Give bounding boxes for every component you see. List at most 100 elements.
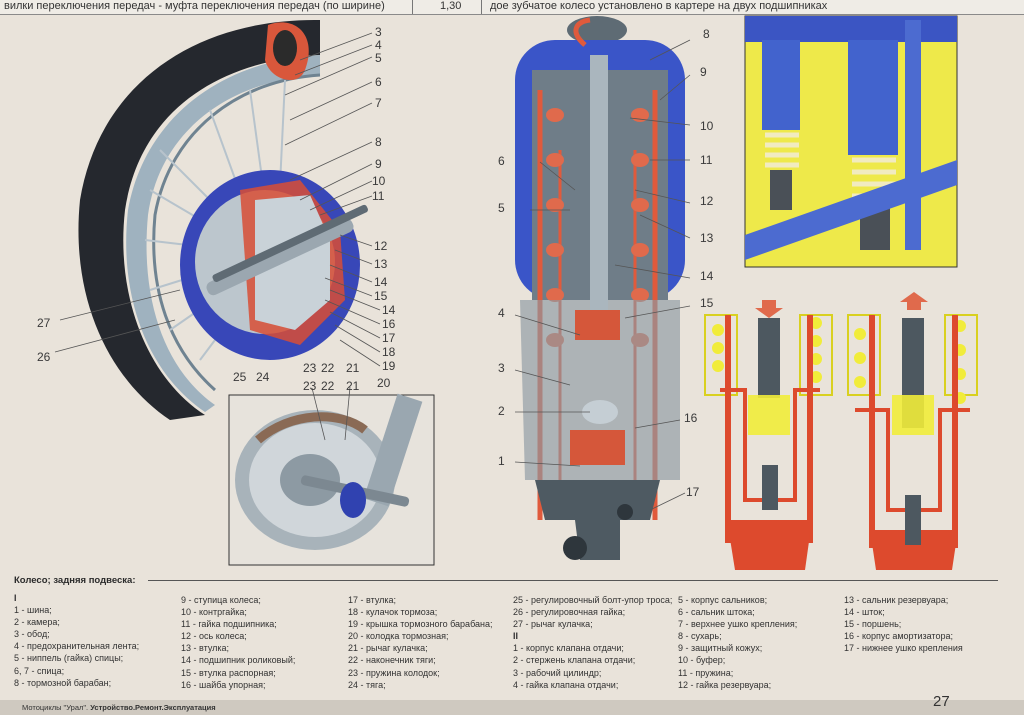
legend-item: 1 - корпус клапана отдачи; (513, 643, 624, 654)
suspension-photo-inset (744, 15, 958, 268)
legend-item: 11 - пружина; (678, 667, 734, 678)
callout: 8 (703, 27, 710, 41)
callout: 6 (498, 154, 505, 168)
footer-brand: Мотоциклы "Урал". (22, 703, 89, 712)
callout: 26 (37, 350, 51, 364)
legend-item: 14 - шток; (844, 607, 885, 618)
callout: 14 (700, 269, 714, 283)
callout: 11 (372, 189, 385, 203)
callout: 9 (375, 157, 382, 171)
callout: 27 (37, 316, 51, 330)
legend-item: 12 - ось колеса; (181, 631, 247, 642)
legend-item: 19 - крышка тормозного барабана; (348, 619, 493, 630)
legend-item: 17 - втулка; (348, 595, 397, 605)
legend-column: 5 - корпус сальников; 6 - сальник штока;… (678, 594, 797, 691)
callout: 14 (382, 303, 396, 317)
legend-item: 16 - корпус амортизатора; (844, 631, 953, 642)
legend-item: 20 - колодка тормозная; (348, 631, 449, 642)
header-mid-value: 1,30 (440, 0, 462, 12)
callout: 16 (684, 411, 698, 425)
legend-item: 13 - сальник резервуара; (844, 595, 949, 605)
legend-item: 22 - наконечник тяги; (348, 655, 436, 666)
callout: 5 (498, 201, 505, 215)
callout: 4 (375, 38, 382, 52)
legend-divider (148, 580, 998, 581)
legend-item: 10 - буфер; (678, 655, 726, 666)
callout: 19 (382, 359, 396, 373)
legend-item: 3 - обод; (14, 629, 50, 640)
callout: 13 (700, 231, 714, 245)
callout: 10 (700, 119, 714, 133)
callout: 17 (382, 331, 396, 345)
legend-item: 8 - сухарь; (678, 631, 722, 642)
footer-title: Устройство.Ремонт.Эксплуатация (90, 703, 216, 712)
legend-item: 7 - верхнее ушко крепления; (678, 619, 798, 630)
callout: 23 (303, 361, 317, 375)
legend-item: 9 - ступица колеса; (181, 595, 261, 605)
legend-column: I 1 - шина; 2 - камера; 3 - обод; 4 - пр… (14, 592, 139, 689)
callout: 22 (321, 361, 335, 375)
rebound-diagram (847, 292, 978, 570)
legend-item: 27 - рычаг кулачка; (513, 619, 593, 630)
legend-item: 1 - шина; (14, 605, 52, 616)
legend-item: 11 - гайка подшипника; (181, 619, 277, 630)
legend-item: I (14, 593, 17, 603)
legend-item: 4 - гайка клапана отдачи; (513, 679, 619, 690)
callout: 9 (700, 65, 707, 79)
legend-item: 21 - рычаг кулачка; (348, 643, 428, 654)
legend-column: 9 - ступица колеса; 10 - контргайка; 11 … (181, 594, 295, 691)
callout: 8 (375, 135, 382, 149)
callout: 15 (700, 296, 714, 310)
callout: 3 (498, 361, 505, 375)
callout: 10 (372, 174, 386, 188)
callout: 17 (686, 485, 700, 499)
legend-item: 17 - нижнее ушко крепления (844, 643, 963, 654)
callout: 5 (375, 51, 382, 65)
legend-item: 10 - контргайка; (181, 607, 247, 618)
header-divider (412, 0, 413, 14)
legend-item: 5 - корпус сальников; (678, 595, 768, 605)
callout: 11 (700, 153, 713, 167)
footer-book-title: Мотоциклы "Урал". Устройство.Ремонт.Эксп… (22, 703, 216, 712)
legend-column: 25 - регулировочный болт-упор троса; 26 … (513, 594, 672, 691)
legend-item: 12 - гайка резервуара; (678, 679, 772, 690)
legend-item: 5 - ниппель (гайка) спицы; (14, 653, 124, 664)
callout: 4 (498, 306, 505, 320)
legend-item: 13 - втулка; (181, 643, 230, 654)
legend-item: 4 - предохранительная лента; (14, 641, 140, 652)
valve-operation-diagrams (704, 292, 978, 570)
legend-item: 14 - подшипник роликовый; (181, 655, 296, 666)
legend-item: 18 - кулачок тормоза; (348, 607, 438, 618)
callout: 13 (374, 257, 388, 271)
page-footer-band (0, 700, 1024, 715)
callout: 3 (375, 25, 382, 39)
legend-column: 17 - втулка; 18 - кулачок тормоза; 19 - … (348, 594, 493, 691)
compression-diagram (704, 300, 833, 570)
callout: 12 (374, 239, 388, 253)
legend-item: 6, 7 - спица; (14, 665, 65, 676)
callout: 15 (374, 289, 388, 303)
callout: 2 (498, 404, 505, 418)
wheel-illustration (78, 19, 368, 421)
callout: 18 (382, 345, 396, 359)
legend-item: 23 - пружина колодок; (348, 667, 440, 678)
legend-item: 26 - регулировочная гайка; (513, 607, 626, 618)
callout: 23 (303, 379, 317, 393)
legend-item: 2 - стержень клапана отдачи; (513, 655, 636, 666)
legend-item: II (513, 631, 519, 642)
legend-item: 25 - регулировочный болт-упор троса; (513, 595, 673, 605)
callout: 16 (382, 317, 396, 331)
legend-item: 8 - тормозной барабан; (14, 677, 112, 688)
callout: 1 (498, 454, 505, 468)
callout: 20 (377, 376, 391, 390)
callout: 21 (346, 361, 360, 375)
legend-title: Колесо; задняя подвеска: (14, 575, 136, 586)
shock-absorber-cutaway (515, 16, 685, 560)
header-divider (481, 0, 482, 14)
callout: 21 (346, 379, 360, 393)
legend-item: 3 - рабочий цилиндр; (513, 667, 602, 678)
leader-lines (54, 32, 691, 511)
legend-item: 9 - защитный кожух; (678, 643, 763, 654)
callout: 25 (233, 370, 247, 384)
